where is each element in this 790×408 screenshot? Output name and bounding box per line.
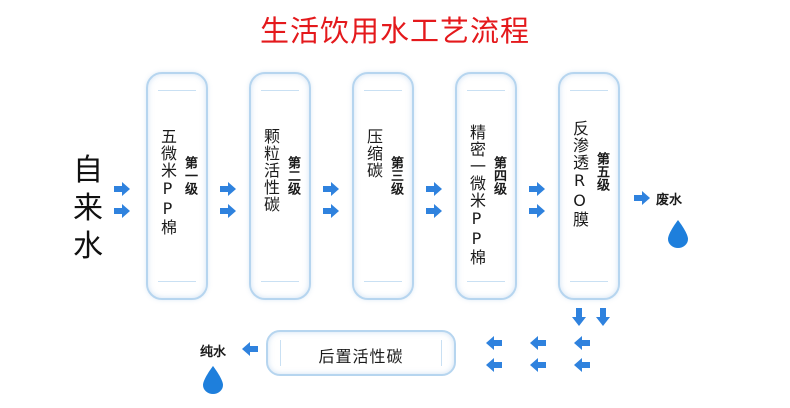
- stage-2-cartridge: 颗粒活性碳 第二级: [249, 72, 311, 300]
- arrow-icon: [572, 308, 586, 326]
- arrow-icon: [486, 336, 502, 350]
- arrow-icon: [426, 182, 442, 196]
- post-carbon-cartridge: 后置活性碳: [266, 330, 456, 376]
- waste-water-label: 废水: [656, 193, 683, 208]
- arrow-icon: [596, 308, 610, 326]
- arrow-icon: [323, 204, 339, 218]
- stage-2-media: 颗粒活性碳: [261, 128, 280, 213]
- arrow-icon: [634, 191, 650, 205]
- arrow-icon: [220, 182, 236, 196]
- arrow-icon: [529, 182, 545, 196]
- post-carbon-label: 后置活性碳: [318, 347, 404, 366]
- water-drop-icon: [203, 366, 223, 394]
- stage-3-media: 压缩碳: [364, 128, 383, 179]
- pure-water-label: 纯水: [200, 345, 227, 360]
- stage-3-level: 第三级: [388, 156, 403, 195]
- water-drop-icon: [668, 220, 688, 248]
- arrow-icon: [114, 182, 130, 196]
- arrow-icon: [574, 358, 590, 372]
- arrow-icon: [426, 204, 442, 218]
- arrow-icon: [323, 182, 339, 196]
- arrow-icon: [529, 204, 545, 218]
- stage-1-level: 第一级: [182, 156, 197, 195]
- arrow-icon: [114, 204, 130, 218]
- stage-1-media: 五微米PP棉: [158, 128, 177, 236]
- arrow-icon: [530, 358, 546, 372]
- source-label: 自来水: [73, 153, 103, 264]
- page-title: 生活饮用水工艺流程: [259, 14, 530, 48]
- arrow-icon: [486, 358, 502, 372]
- stage-5-cartridge: 反渗透RO膜 第五级: [558, 72, 620, 300]
- arrow-icon: [530, 336, 546, 350]
- stage-5-level: 第五级: [594, 152, 609, 191]
- arrow-icon: [220, 204, 236, 218]
- arrow-icon: [242, 342, 258, 356]
- stage-1-cartridge: 五微米PP棉 第一级: [146, 72, 208, 300]
- stage-2-level: 第二级: [285, 156, 300, 195]
- stage-3-cartridge: 压缩碳 第三级: [352, 72, 414, 300]
- stage-4-cartridge: 精密一微米PP棉 第四级: [455, 72, 517, 300]
- stage-4-level: 第四级: [491, 156, 506, 195]
- arrow-icon: [574, 336, 590, 350]
- stage-4-media: 精密一微米PP棉: [467, 124, 486, 266]
- stage-5-media: 反渗透RO膜: [570, 120, 589, 228]
